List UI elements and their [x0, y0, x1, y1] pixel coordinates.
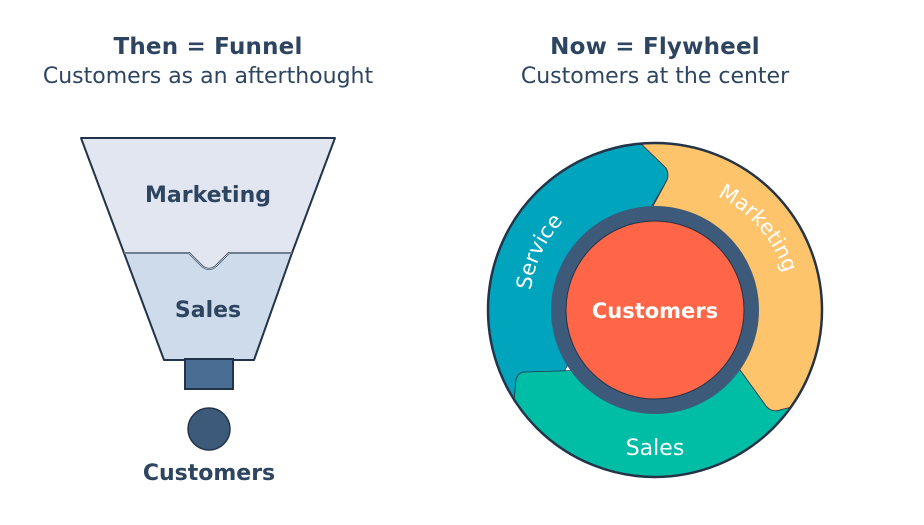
- flywheel-hub-label: Customers: [592, 299, 718, 323]
- funnel-subtitle: Customers as an afterthought: [42, 64, 374, 89]
- funnel-spout: [184, 358, 234, 390]
- flywheel: Customers Service Marketing Sales: [486, 141, 824, 479]
- funnel-notch: [188, 252, 230, 270]
- funnel-customers-label: Customers: [143, 461, 275, 486]
- flywheel-heading: Now = Flywheel Customers at the center: [470, 32, 840, 92]
- funnel-heading: Then = Funnel Customers as an afterthoug…: [0, 32, 416, 92]
- funnel-title: Then = Funnel: [113, 34, 303, 60]
- flywheel-outline: [486, 141, 824, 479]
- flywheel-title: Now = Flywheel: [550, 34, 760, 60]
- flywheel-sales-label: Sales: [626, 436, 685, 461]
- funnel: Marketing Sales Customers: [80, 137, 336, 486]
- flywheel-hub: [565, 220, 745, 400]
- customer-dot-icon: [187, 407, 231, 451]
- funnel-marketing-label: Marketing: [145, 183, 271, 208]
- funnel-sales-label: Sales: [175, 298, 241, 323]
- flywheel-subtitle: Customers at the center: [520, 64, 790, 89]
